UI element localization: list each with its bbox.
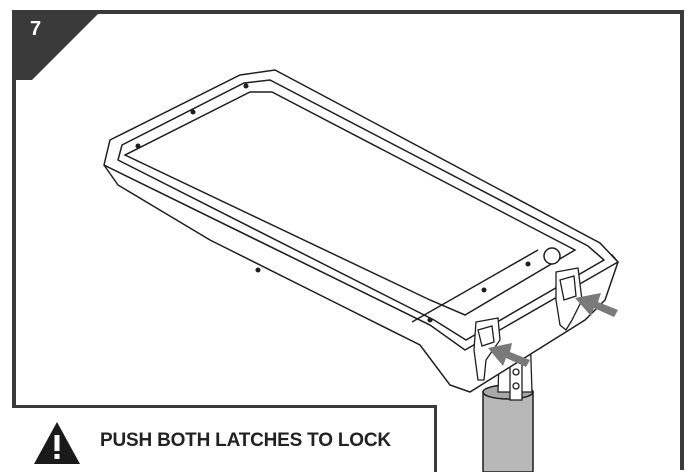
warning-triangle-icon [34,422,80,464]
warning-callout: PUSH BOTH LATCHES TO LOCK [12,405,437,472]
tablet-housing [103,69,620,393]
right-latch [555,267,583,331]
warning-text: PUSH BOTH LATCHES TO LOCK [100,430,391,451]
push-arrow-left [488,343,530,367]
mounting-pole [482,384,534,472]
step-tab [12,10,102,80]
push-arrow-right [575,293,618,317]
left-latch [473,317,501,381]
step-number: 7 [30,18,42,40]
